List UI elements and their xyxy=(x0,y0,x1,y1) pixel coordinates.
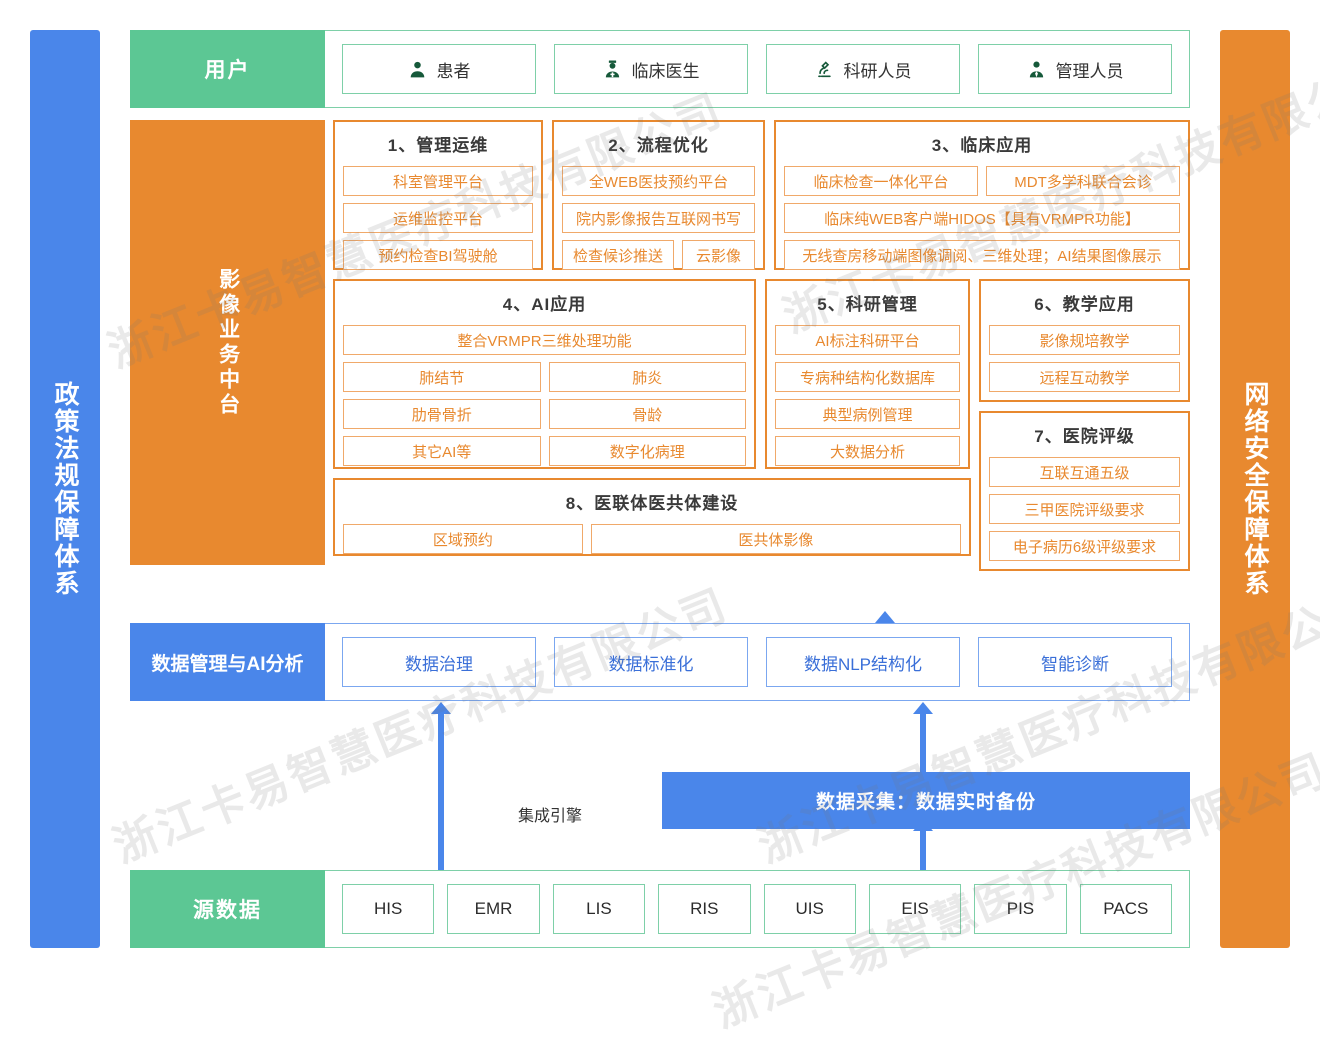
group-item[interactable]: 整合VRMPR三维处理功能 xyxy=(343,325,746,355)
data-chip-governance[interactable]: 数据治理 xyxy=(342,637,536,687)
group-item[interactable]: 其它AI等 xyxy=(343,436,541,466)
group-item[interactable]: 临床纯WEB客户端HIDOS【具有VRMPR功能】 xyxy=(784,203,1180,233)
group-item[interactable]: 肺结节 xyxy=(343,362,541,392)
group-item[interactable]: 区域预约 xyxy=(343,524,583,554)
group-title: 1、管理运维 xyxy=(387,136,489,155)
group-title: 3、临床应用 xyxy=(931,136,1033,155)
imaging-platform-band: 影像业务中台 1、管理运维 科室管理平台 运维监控平台 预约检查BI驾驶舱 2、… xyxy=(130,120,1190,571)
group-medical-consortium: 8、医联体医共体建设 区域预约 医共体影像 xyxy=(333,478,971,556)
imaging-platform-groups: 1、管理运维 科室管理平台 运维监控平台 预约检查BI驾驶舱 2、流程优化 全W… xyxy=(325,120,1190,571)
source-chip-lis[interactable]: LIS xyxy=(552,884,646,934)
arrow-source-to-data-engine xyxy=(431,702,451,871)
group-title: 4、AI应用 xyxy=(502,295,587,314)
source-data-band-label: 源数据 xyxy=(130,870,325,948)
arrow-collect-to-data xyxy=(913,702,933,773)
group-item[interactable]: 典型病例管理 xyxy=(775,399,960,429)
group-item[interactable]: 互联互通五级 xyxy=(989,457,1180,487)
user-chip-patient[interactable]: 患者 xyxy=(342,44,536,94)
source-chip-uis[interactable]: UIS xyxy=(763,884,856,934)
group-item[interactable]: AI标注科研平台 xyxy=(775,325,960,355)
group-item[interactable]: 骨龄 xyxy=(548,399,746,429)
data-management-items: 数据治理 数据标准化 数据NLP结构化 智能诊断 xyxy=(325,623,1190,701)
group-item[interactable]: 预约检查BI驾驶舱 xyxy=(343,240,533,270)
group-item[interactable]: 检查候诊推送 xyxy=(562,240,675,270)
data-chip-intelligent-diagnosis[interactable]: 智能诊断 xyxy=(978,637,1172,687)
source-chip-pis[interactable]: PIS xyxy=(974,884,1067,934)
network-security-sidebar: 网络安全保障体系 xyxy=(1220,30,1290,948)
group-title: 5、科研管理 xyxy=(817,295,918,314)
user-chip-administrator[interactable]: 管理人员 xyxy=(978,44,1172,94)
group-title: 7、医院评级 xyxy=(1034,427,1135,446)
group-item[interactable]: 无线查房移动端图像调阅、三维处理；AI结果图像展示 xyxy=(784,240,1180,270)
group-item[interactable]: 影像规培教学 xyxy=(989,325,1180,355)
microscope-icon xyxy=(815,60,834,79)
group-item[interactable]: 电子病历6级评级要求 xyxy=(989,531,1180,561)
group-item[interactable]: 医共体影像 xyxy=(590,524,961,554)
group-item[interactable]: 肺炎 xyxy=(548,362,746,392)
imaging-platform-band-label-text: 影像业务中台 xyxy=(216,267,240,418)
group-item[interactable]: 肋骨骨折 xyxy=(343,399,541,429)
data-chip-nlp[interactable]: 数据NLP结构化 xyxy=(766,637,960,687)
group-clinical-application: 3、临床应用 临床检查一体化平台 MDT多学科联合会诊 临床纯WEB客户端HID… xyxy=(774,120,1190,270)
group-item[interactable]: 云影像 xyxy=(682,240,755,270)
patient-icon xyxy=(408,60,427,79)
group-management-ops: 1、管理运维 科室管理平台 运维监控平台 预约检查BI驾驶舱 xyxy=(333,120,543,270)
source-data-band: 源数据 HIS EMR LIS RIS UIS EIS PIS PACS xyxy=(130,870,1190,948)
source-chip-emr[interactable]: EMR xyxy=(447,884,540,934)
group-title: 6、教学应用 xyxy=(1034,295,1135,314)
user-band-label: 用户 xyxy=(130,30,325,108)
group-title: 8、医联体医共体建设 xyxy=(565,494,739,513)
group-title: 2、流程优化 xyxy=(608,136,709,155)
doctor-icon xyxy=(603,59,622,79)
architecture-diagram: 用户 患者 xyxy=(130,30,1190,948)
group-research-management: 5、科研管理 AI标注科研平台 专病种结构化数据库 典型病例管理 大数据分析 xyxy=(765,279,970,469)
data-collection-bar: 数据采集：数据实时备份 xyxy=(662,772,1190,829)
network-security-sidebar-label: 网络安全保障体系 xyxy=(1241,381,1269,597)
group-ai-application: 4、AI应用 整合VRMPR三维处理功能 肺结节 肺炎 肋骨骨折 骨龄 其它AI… xyxy=(333,279,756,469)
integration-engine-label: 集成引擎 xyxy=(460,800,640,828)
group-item[interactable]: 科室管理平台 xyxy=(343,166,533,196)
policy-regulation-sidebar-label: 政策法规保障体系 xyxy=(51,381,79,597)
user-chip-label: 患者 xyxy=(436,61,471,81)
data-chip-standardization[interactable]: 数据标准化 xyxy=(554,637,748,687)
group-teaching-application: 6、教学应用 影像规培教学 远程互动教学 xyxy=(979,279,1190,402)
arrow-source-to-collect xyxy=(913,819,933,871)
group-item[interactable]: 专病种结构化数据库 xyxy=(775,362,960,392)
source-chip-pacs[interactable]: PACS xyxy=(1079,884,1172,934)
policy-regulation-sidebar: 政策法规保障体系 xyxy=(30,30,100,948)
source-data-items: HIS EMR LIS RIS UIS EIS PIS PACS xyxy=(325,870,1190,948)
data-management-band-label: 数据管理与AI分析 xyxy=(130,623,325,701)
group-item[interactable]: 大数据分析 xyxy=(775,436,960,466)
group-process-optimization: 2、流程优化 全WEB医技预约平台 院内影像报告互联网书写 检查候诊推送 云影像 xyxy=(552,120,765,270)
group-item[interactable]: 三甲医院评级要求 xyxy=(989,494,1180,524)
group-item[interactable]: MDT多学科联合会诊 xyxy=(986,166,1180,196)
group-item[interactable]: 全WEB医技预约平台 xyxy=(562,166,755,196)
user-band: 用户 患者 xyxy=(130,30,1190,108)
manager-icon xyxy=(1027,60,1046,79)
imaging-platform-band-label: 影像业务中台 xyxy=(130,120,325,565)
group-item[interactable]: 临床检查一体化平台 xyxy=(784,166,978,196)
group-hospital-rating: 7、医院评级 互联互通五级 三甲医院评级要求 电子病历6级评级要求 xyxy=(979,411,1190,571)
user-chip-clinician[interactable]: 临床医生 xyxy=(554,44,748,94)
group-item[interactable]: 数字化病理 xyxy=(548,436,746,466)
group-item[interactable]: 远程互动教学 xyxy=(989,362,1180,392)
user-band-items: 患者 临床医生 xyxy=(325,30,1190,108)
user-chip-label: 管理人员 xyxy=(1055,61,1124,81)
user-chip-researcher[interactable]: 科研人员 xyxy=(766,44,960,94)
data-management-band: 数据管理与AI分析 数据治理 数据标准化 数据NLP结构化 智能诊断 xyxy=(130,623,1190,701)
source-chip-his[interactable]: HIS xyxy=(342,884,435,934)
group-column-teaching-rating: 6、教学应用 影像规培教学 远程互动教学 7、医院评级 互联互通五级 三甲医院评… xyxy=(979,279,1190,571)
group-item[interactable]: 运维监控平台 xyxy=(343,203,533,233)
user-chip-label: 科研人员 xyxy=(843,61,912,81)
source-chip-eis[interactable]: EIS xyxy=(868,884,962,934)
user-chip-label: 临床医生 xyxy=(631,61,700,81)
source-chip-ris[interactable]: RIS xyxy=(658,884,751,934)
group-item[interactable]: 院内影像报告互联网书写 xyxy=(562,203,755,233)
